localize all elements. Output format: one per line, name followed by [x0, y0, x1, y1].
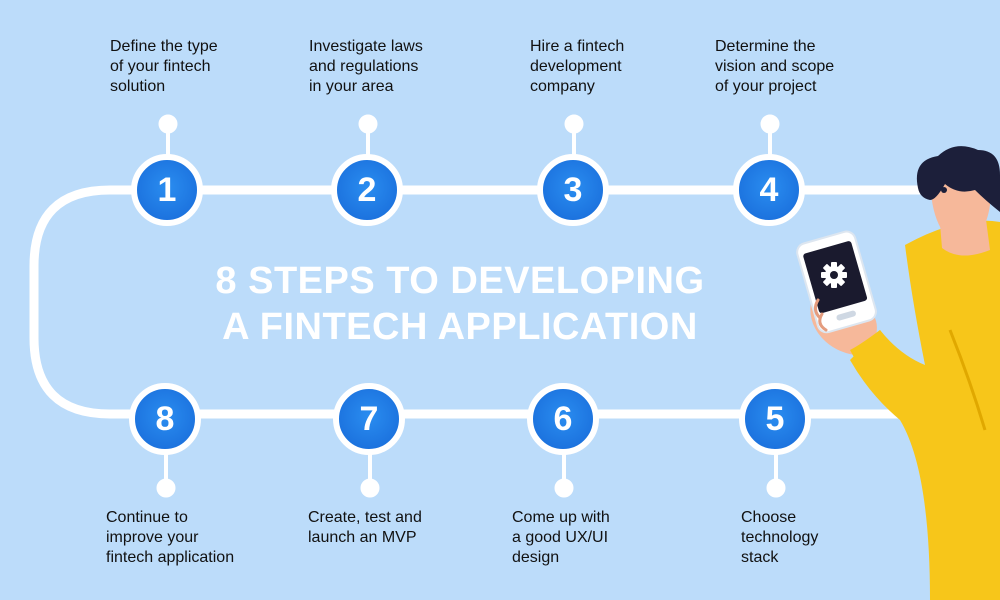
- gear-icon: [821, 262, 847, 288]
- person-hair: [916, 146, 1000, 212]
- bottom-connectors: [156, 420, 786, 498]
- title-line-2: A FINTECH APPLICATION: [222, 306, 698, 348]
- step-5-label: Choose technology stack: [741, 509, 819, 566]
- step-4-label: Determine the vision and scope of your p…: [715, 38, 835, 95]
- top-connectors: [158, 114, 780, 190]
- step-8-badge: 8: [129, 383, 201, 455]
- step-2-badge: 2: [331, 154, 403, 226]
- step-3-badge: 3: [537, 154, 609, 226]
- step-6-badge: 6: [527, 383, 599, 455]
- step-4-badge: 4: [733, 154, 805, 226]
- step-1-label: Define the type of your fintech solution: [110, 38, 218, 95]
- step-5-badge: 5: [739, 383, 811, 455]
- person-shirt: [850, 220, 1000, 600]
- person-sleeve: [850, 330, 900, 374]
- step-2-label: Investigate laws and regulations in your…: [309, 38, 423, 95]
- step-6-label: Come up with a good UX/UI design: [512, 509, 610, 566]
- step-1-badge: 1: [131, 154, 203, 226]
- step-8-label: Continue to improve your fintech applica…: [106, 509, 235, 566]
- step-3-label: Hire a fintech development company: [530, 38, 625, 95]
- person-illustration: [796, 146, 1000, 600]
- step-7-label: Create, test and launch an MVP: [308, 509, 422, 546]
- infographic-title: 8 STEPS TO DEVELOPING A FINTECH APPLICAT…: [160, 258, 760, 350]
- title-line-1: 8 STEPS TO DEVELOPING: [215, 260, 705, 302]
- step-7-badge: 7: [333, 383, 405, 455]
